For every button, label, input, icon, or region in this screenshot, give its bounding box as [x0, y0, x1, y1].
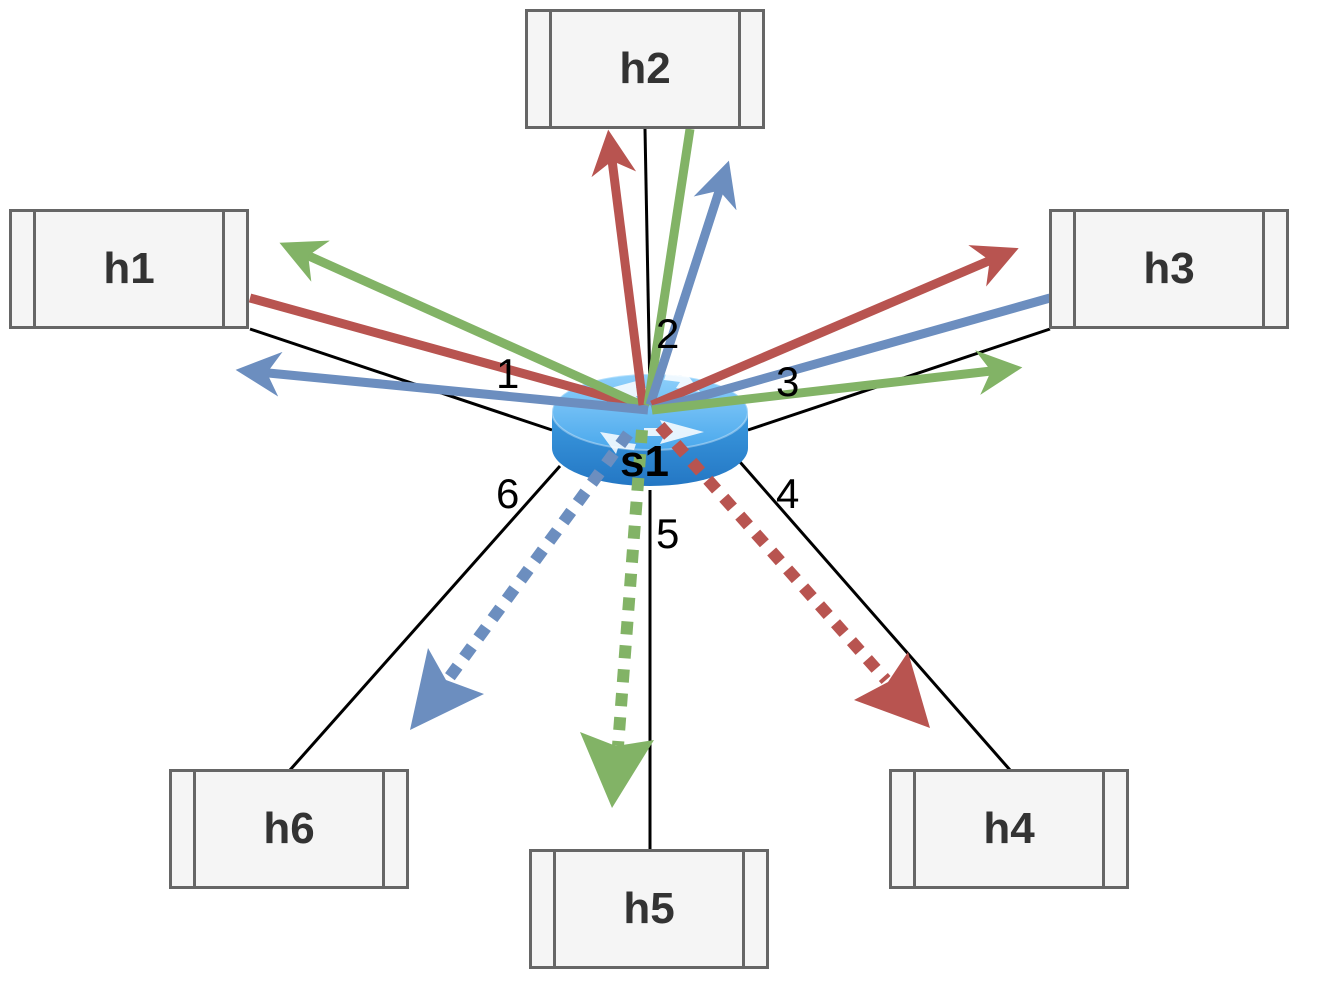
arrow-blue-to-h6 [441, 430, 633, 686]
port-label-6: 6 [496, 470, 519, 517]
arrow-green-to-h5 [612, 429, 648, 747]
host-h1[interactable]: h1 [9, 209, 249, 329]
host-label: h5 [623, 884, 675, 933]
link-h2 [643, 128, 652, 396]
arrow-red-to-h4 [655, 422, 891, 684]
port-label-3: 3 [776, 358, 799, 405]
dotted-flow-arrows [410, 422, 930, 808]
arrow-green-to-h5-head [580, 732, 654, 808]
arrow-blue-to-h2 [645, 160, 737, 407]
arrow-red-to-h2 [591, 129, 648, 406]
host-h4[interactable]: h4 [889, 769, 1129, 889]
host-h5[interactable]: h5 [529, 849, 769, 969]
host-label: h1 [103, 244, 155, 293]
link-h4 [738, 461, 1012, 771]
port-label-1: 1 [496, 350, 519, 397]
host-h3[interactable]: h3 [1049, 209, 1289, 329]
arrow-green-to-h3 [651, 350, 1023, 415]
switch-label: s1 [620, 437, 669, 486]
host-label: h4 [983, 804, 1035, 853]
arrow-green-to-h2 [643, 128, 695, 406]
port-label-4: 4 [776, 470, 799, 517]
host-label: h2 [619, 44, 671, 93]
host-h6[interactable]: h6 [169, 769, 409, 889]
arrow-red-to-h3 [650, 245, 1019, 410]
port-label-5: 5 [656, 510, 679, 557]
port-label-2: 2 [656, 310, 679, 357]
host-h2[interactable]: h2 [525, 9, 765, 129]
host-label: h6 [263, 804, 315, 853]
arrow-red-to-h1 [248, 293, 650, 413]
arrow-blue-to-h3 [650, 293, 1052, 415]
arrow-blue-to-h1 [235, 351, 649, 415]
link-h1 [249, 327, 553, 432]
arrow-green-to-h1 [279, 240, 650, 413]
arrow-red-to-h4-head [854, 652, 930, 728]
host-label: h3 [1143, 244, 1195, 293]
flow-arrows [235, 128, 1052, 415]
arrow-blue-to-h6-head [410, 648, 484, 730]
link-h6 [288, 465, 562, 771]
